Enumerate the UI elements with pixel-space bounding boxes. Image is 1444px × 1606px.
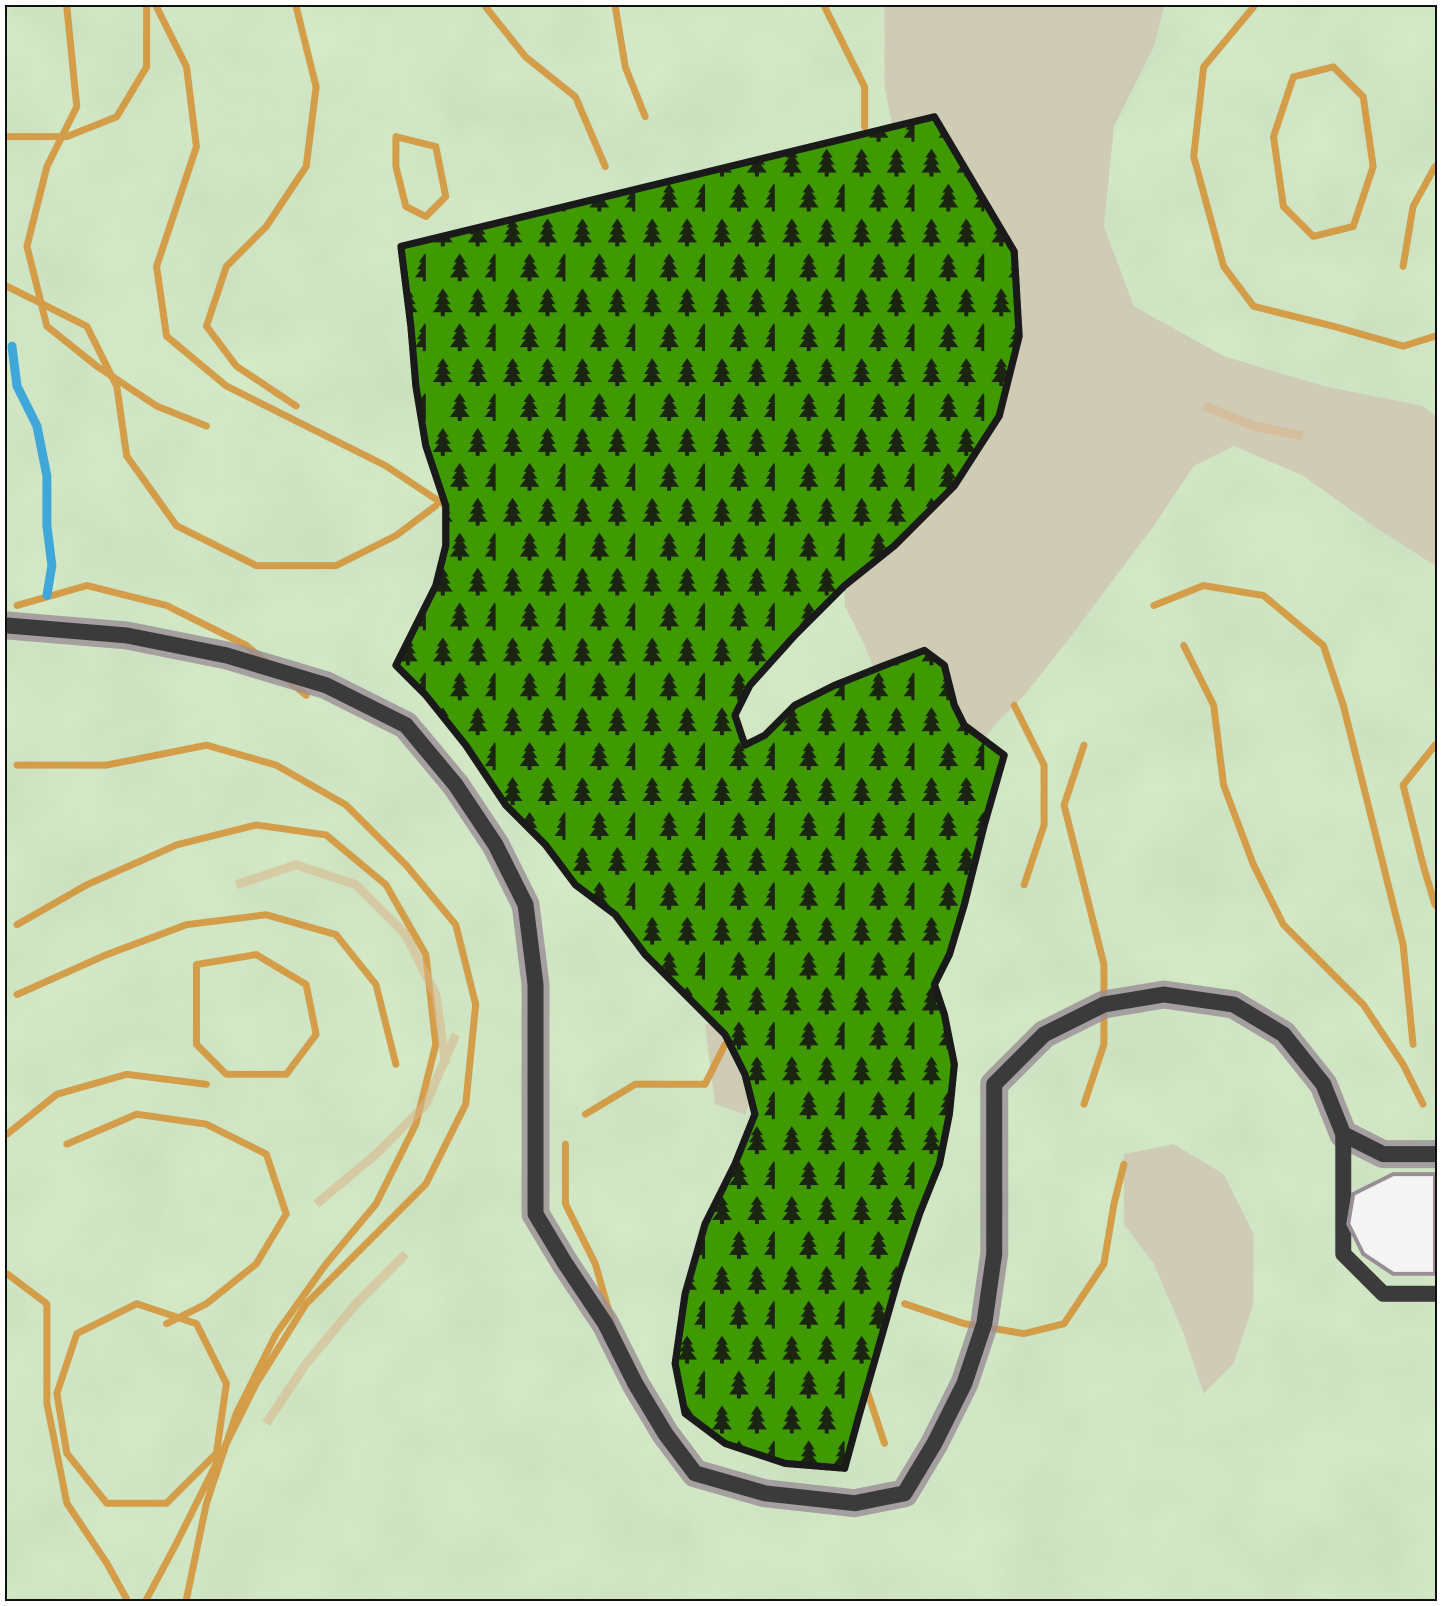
contour-line [63,1110,290,1328]
contour-line [7,1270,131,1599]
contour-line [53,1300,230,1507]
road-line [7,617,1435,1512]
contour-line [1399,741,1435,909]
contour-line [1190,7,1435,350]
stream-line [7,341,57,601]
contour-line-faint [313,1032,460,1208]
map-canvas[interactable] [7,7,1435,1599]
road-spur [1335,1126,1435,1302]
contour-line [13,911,400,1068]
contour-line [392,133,450,220]
forest-stand-outline [392,113,1023,1472]
contour-line [13,821,440,1599]
contour-line [192,951,320,1078]
contour-line-faint [1201,401,1305,441]
contour-line [7,7,151,141]
contour-line [202,7,320,410]
contour-line [581,1040,729,1118]
contour-line [1180,641,1427,1108]
contour-line-faint [262,1250,410,1426]
conifer-tree-icon-pattern [395,116,1020,1469]
contour-line [482,7,609,171]
contour-line [821,7,869,131]
contour-line [23,7,210,430]
clearing-area [1346,1172,1435,1276]
contour-line [1399,163,1435,270]
contour-line [1060,1160,1128,1328]
road-layer [7,611,1435,1518]
map-frame [5,5,1437,1601]
contour-line [1269,63,1377,240]
contour-line-faint [234,860,451,1065]
bare-ground-patch-south [1123,1144,1254,1394]
contour-line [611,7,649,121]
contour-line [7,1070,210,1138]
forest-stand[interactable] [392,113,1023,1472]
contour-line [7,282,440,570]
contour-line [1150,582,1417,1048]
contour-line [1010,701,1048,889]
contour-line [153,7,470,530]
contour-line [1060,741,1108,1108]
contour-faint-layer [234,401,1305,1426]
bare-ground-patch-north [844,7,1435,766]
